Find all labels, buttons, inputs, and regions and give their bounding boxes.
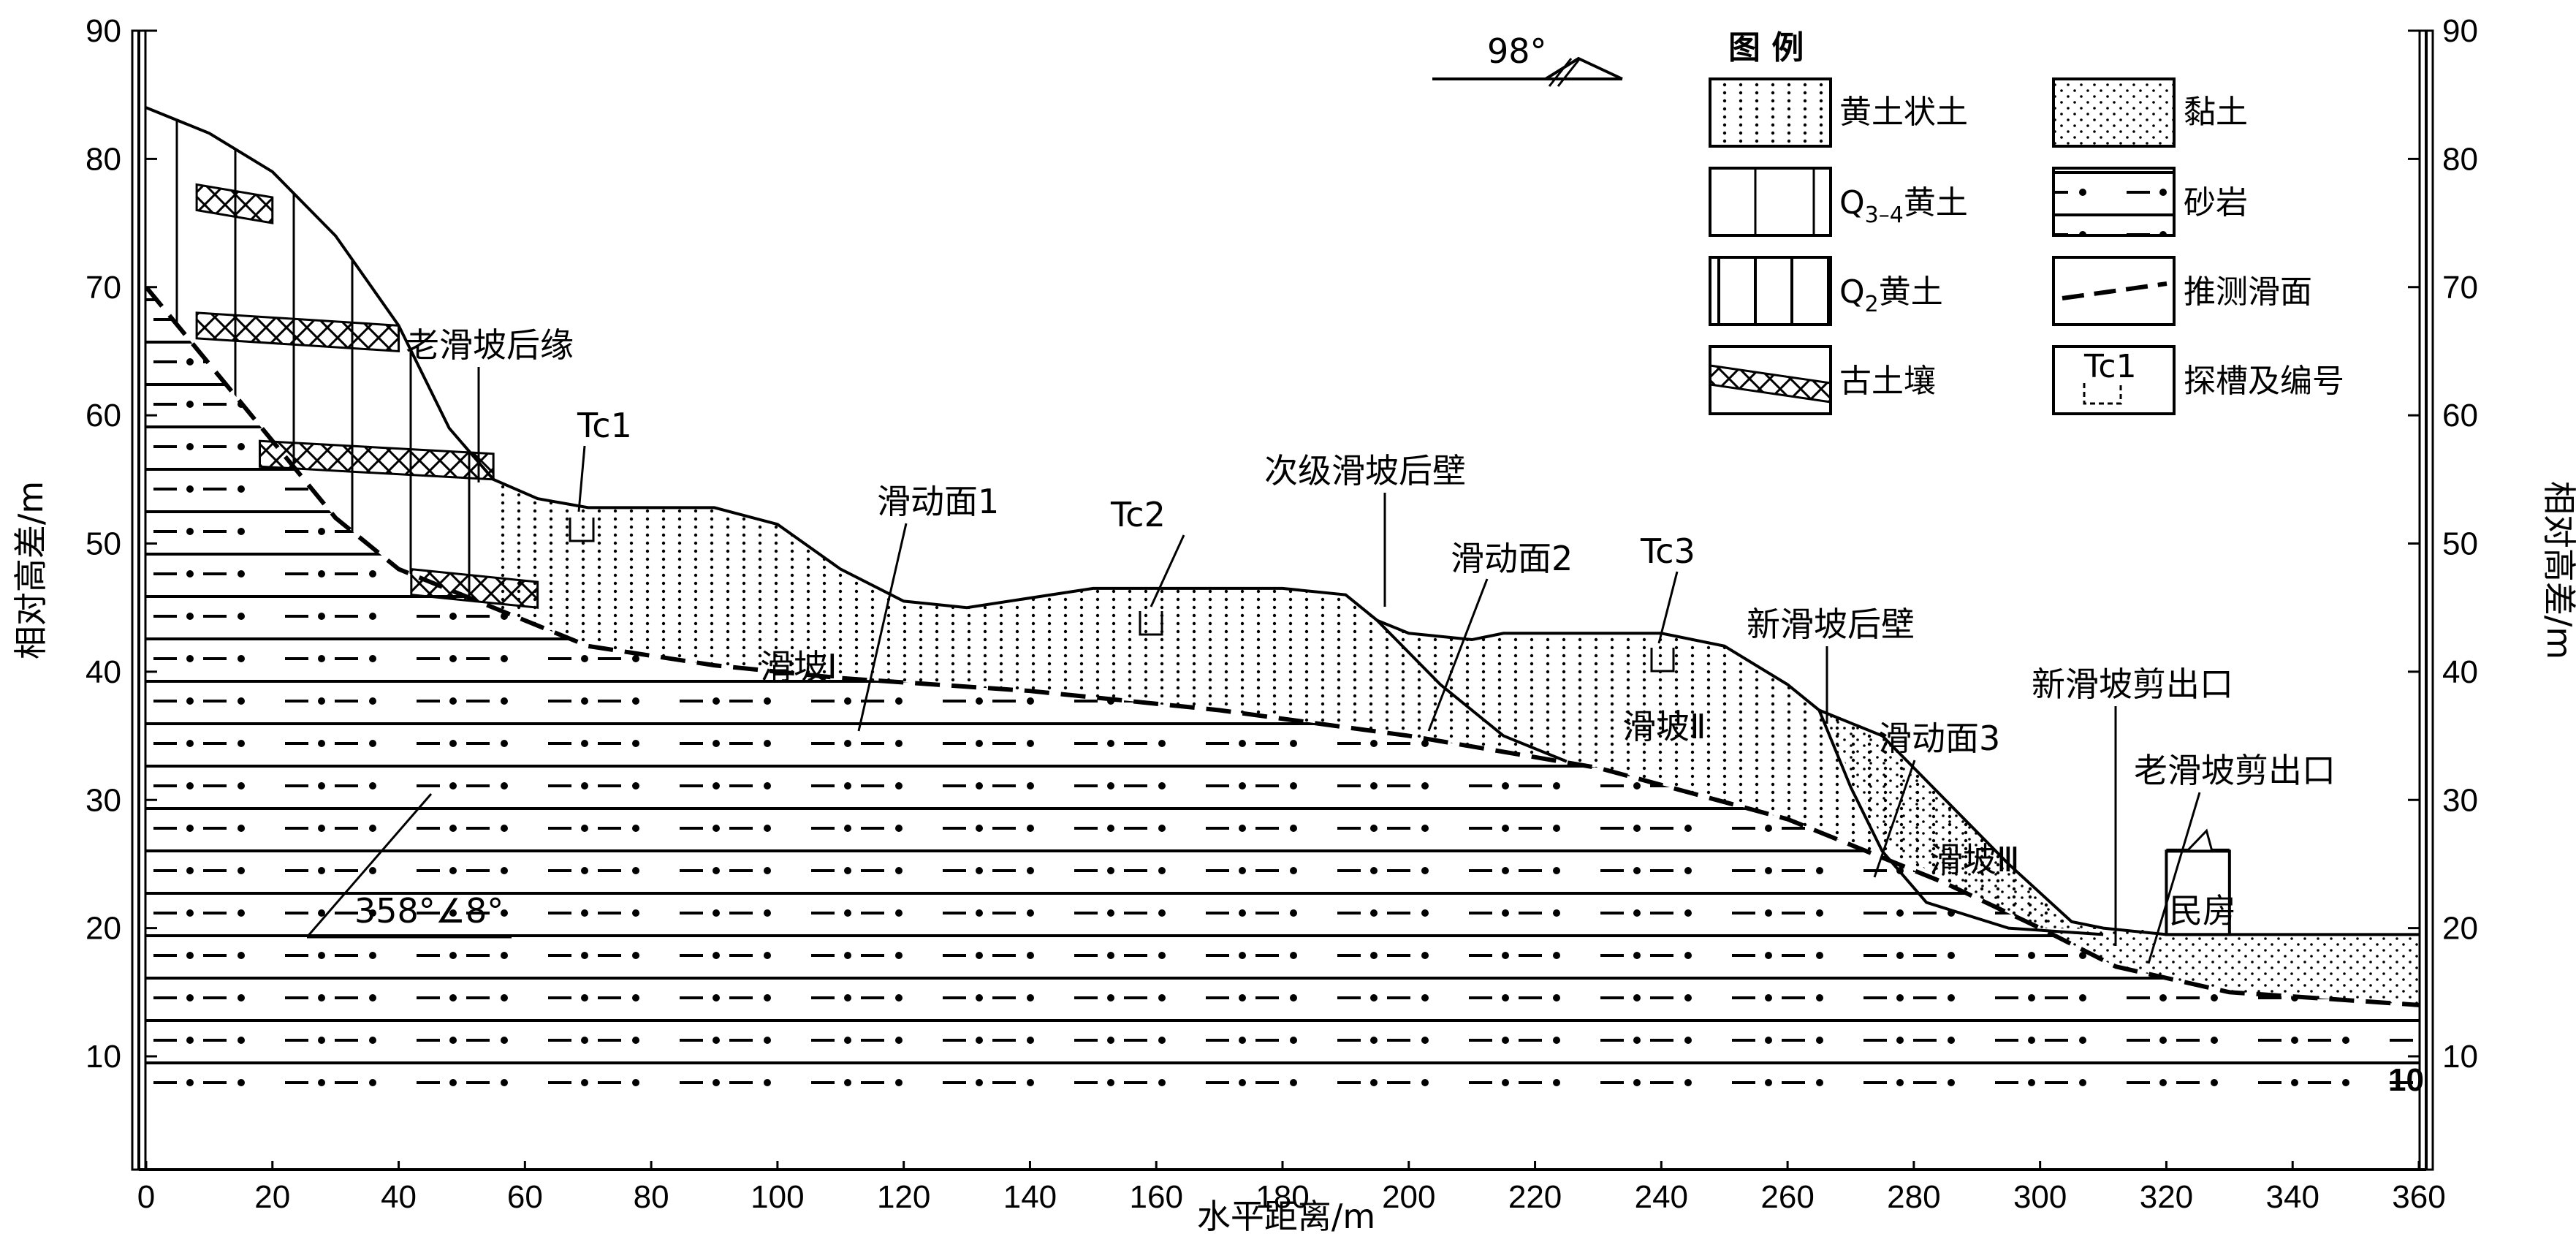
legend: 图 例 黄土状土 Q3–4黄土 Q2黄土 古土壤 黏土 砂岩 推测滑面 Tc1 … [1709, 29, 2344, 415]
house-roof [2166, 828, 2230, 851]
slip-surface-2-line [1376, 619, 1568, 763]
y-tick-label-left: 30 [86, 782, 121, 818]
legend-trench-symbol-text: Tc1 [2083, 348, 2137, 385]
legend-swatch-trench [2052, 345, 2176, 415]
slip-surface-2-label: 滑动面2 [1451, 539, 1573, 578]
legend-swatch-loess-like [1709, 77, 1832, 148]
x-tick-label: 340 [2266, 1179, 2319, 1215]
x-tick-label: 200 [1382, 1179, 1435, 1215]
slip-surface-3-label: 滑动面3 [1878, 719, 2000, 758]
legend-label-paleosol: 古土壤 [1839, 363, 1936, 400]
y-tick-label-right: 20 [2442, 911, 2478, 947]
y-axis-title-right: 相对高差/m [2539, 481, 2576, 659]
legend-label-trench: 探槽及编号 [2184, 363, 2344, 400]
legend-swatch-q34 [1709, 167, 1832, 237]
landslide-3-label: 滑坡Ⅲ [1929, 840, 2020, 879]
profile-lines [144, 106, 2420, 1007]
legend-label-q34: Q3–4黄土 [1839, 184, 1968, 228]
x-tick-label: 80 [634, 1179, 669, 1215]
house-label: 民房 [2169, 891, 2236, 931]
bedding-attitude: 358°∠8° [305, 793, 512, 939]
trench-tc2-symbol [1139, 611, 1163, 636]
legend-swatch-q2 [1709, 256, 1832, 326]
x-tick-label: 140 [1003, 1179, 1057, 1215]
ground-surface-line [145, 106, 2419, 936]
x-tick-label: 260 [1760, 1179, 1814, 1215]
trench-tc1-symbol [569, 518, 595, 542]
x-tick-label: 320 [2140, 1179, 2193, 1215]
paleosol-band [195, 311, 400, 353]
q34-loess [146, 107, 494, 608]
axis-ticks: 0 20 40 60 80 100 120 140 160 180 200 220 240 260 280 3… [86, 13, 2478, 1215]
x-tick-label: 20 [254, 1179, 290, 1215]
slip-surface-1-label: 滑动面1 [877, 482, 999, 521]
landslide-2-label: 滑坡Ⅱ [1622, 707, 1706, 746]
x-tick-label: 220 [1508, 1179, 1562, 1215]
y-tick-label-right: 30 [2442, 782, 2478, 818]
trench-tc2-label: Tc2 [1110, 495, 1166, 534]
y-tick-label-left: 20 [86, 911, 121, 947]
x-tick-label: 40 [381, 1179, 417, 1215]
bedding-label: 358°∠8° [354, 891, 504, 931]
profile-annotations: 老滑坡后缘 Tc1 滑动面1 滑坡Ⅰ Tc2 次级滑坡后壁 滑动面2 Tc3 滑… [406, 325, 2424, 1098]
y-tick-label-left: 40 [86, 654, 121, 690]
orientation-label: 98° [1487, 31, 1547, 71]
old-landslide-crown-label: 老滑坡后缘 [406, 325, 574, 365]
new-scarp-label: 新滑坡后壁 [1747, 605, 1915, 644]
slip-surface-3-line [1817, 709, 2104, 936]
x-tick-label: 300 [2013, 1179, 2067, 1215]
legend-title: 图 例 [1728, 29, 1804, 67]
legend-swatch-sandstone [2052, 167, 2176, 237]
inferred-slip-surface [144, 285, 2420, 1007]
y-tick-label-left: 70 [86, 270, 121, 306]
x-tick-label: 100 [751, 1179, 804, 1215]
legend-label-q2: Q2黄土 [1839, 273, 1943, 317]
y-tick-label-right: 90 [2442, 13, 2478, 49]
trench-tc3-label: Tc3 [1640, 531, 1695, 571]
x-tick-label: 60 [507, 1179, 543, 1215]
new-exit-label: 新滑坡剪出口 [2032, 664, 2233, 704]
x-tick-label: 180 [1255, 1179, 1309, 1215]
legend-swatch-clay [2052, 77, 2176, 148]
landslide-1-label: 滑坡Ⅰ [760, 647, 837, 686]
y-tick-label-right: 50 [2442, 526, 2478, 562]
x-axis-title: 水平距离/m [1197, 1197, 1375, 1236]
geologic-layers [146, 107, 2419, 1095]
y-tick-label-right: 10 [2442, 1039, 2478, 1075]
x-tick-label: 0 [137, 1179, 155, 1215]
y-tick-label-left: 60 [86, 398, 121, 433]
y-tick-label-left: 50 [86, 526, 121, 562]
y-tick-label-right: 70 [2442, 270, 2478, 306]
y-tick-label-right: 80 [2442, 141, 2478, 177]
trench-tc3-symbol [1650, 648, 1675, 673]
clay-layer [1819, 710, 2419, 1005]
x-tick-label: 160 [1130, 1179, 1183, 1215]
legend-label-clay: 黏土 [2184, 94, 2248, 131]
y-axis-title-left: 相对高差/m [11, 481, 50, 659]
legend-label-loess-like: 黄土状土 [1839, 94, 1968, 131]
x-tick-label: 280 [1887, 1179, 1940, 1215]
x-tick-label: 240 [1635, 1179, 1688, 1215]
trench-tc1-label: Tc1 [577, 406, 632, 445]
x-tick-label: 360 [2392, 1179, 2445, 1215]
old-exit-label: 老滑坡剪出口 [2134, 751, 2336, 790]
x-tick-label: 120 [877, 1179, 930, 1215]
legend-label-slip: 推测滑面 [2184, 273, 2312, 311]
secondary-scarp-label: 次级滑坡后壁 [1264, 451, 1466, 491]
paleosol-band [195, 183, 274, 224]
orientation-symbol: 98° [1432, 31, 1623, 87]
y-tick-label-left: 80 [86, 141, 121, 177]
y-tick-label-left: 10 [86, 1039, 121, 1075]
sandstone-bedrock [146, 287, 2419, 1095]
legend-label-sandstone: 砂岩 [2184, 184, 2248, 221]
y-tick-label-left: 90 [86, 13, 121, 49]
y-tick-label-right: 60 [2442, 398, 2478, 433]
y-tick-label-right: 40 [2442, 654, 2478, 690]
corner-value-label: 10 [2388, 1062, 2424, 1098]
paleosol-band [410, 567, 539, 609]
